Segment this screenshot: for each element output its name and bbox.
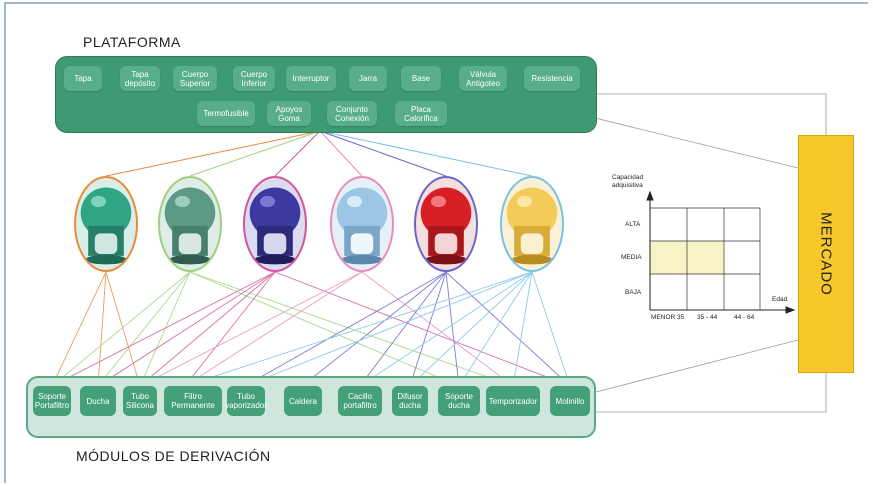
component-placa-calorifica: Placa Calorífica xyxy=(395,101,447,126)
module-ducha: Ducha xyxy=(80,386,116,416)
col-label-35-44: 35 - 44 xyxy=(697,314,718,321)
coffee-maker-icon xyxy=(336,187,388,265)
product-teal-green xyxy=(74,176,138,272)
platform-mercado-links xyxy=(594,93,827,413)
platform-to-product-lines xyxy=(105,130,533,177)
row-label-baja: BAJA xyxy=(625,289,642,296)
figure-frame xyxy=(4,2,868,483)
component-resistencia: Resistencia xyxy=(524,66,580,91)
component-jarra: Jarra xyxy=(349,66,387,91)
component-tapa: Tapa xyxy=(64,66,102,91)
component-interruptor: Interruptor xyxy=(286,66,336,91)
row-label-alta: ALTA xyxy=(625,221,641,228)
component-termofusible: Termofusible xyxy=(197,101,255,126)
module-caldera: Caldera xyxy=(284,386,322,416)
product-grey-green xyxy=(158,176,222,272)
product-blue-violet xyxy=(243,176,307,272)
product-to-module-lines xyxy=(51,271,571,387)
y-axis-label: Capacidad adquisitiva xyxy=(612,174,644,189)
module-filtro-permanente: Filtro Permanente xyxy=(164,386,222,416)
module-soporte-portafiltro: Soporte Portafiltro xyxy=(33,386,71,416)
mercado-box: MERCADO xyxy=(798,135,854,373)
component-apoyos-goma: Apoyos Goma xyxy=(267,101,311,126)
modules-heading: MÓDULOS DE DERIVACIÓN xyxy=(76,448,271,464)
component-cuerpo-inferior: Cuerpo Inferior xyxy=(233,66,275,91)
component-base: Base xyxy=(401,66,441,91)
coffee-maker-icon xyxy=(80,187,132,265)
col-label-44-64: 44 - 64 xyxy=(734,314,755,321)
module-soporte-ducha: Soporte ducha xyxy=(438,386,480,416)
component-valvula-antigoteo: Válvula Antigoteo xyxy=(459,66,507,91)
col-label-menor-35: MENOR 35 xyxy=(651,314,685,321)
module-tubo-silicona: Tubo Silicona xyxy=(123,386,157,416)
row-label-media: MEDIA xyxy=(621,254,642,261)
x-axis-label: Edad xyxy=(772,296,788,303)
mercado-label: MERCADO xyxy=(817,212,835,296)
product-light-blue xyxy=(330,176,394,272)
component-tapa-deposito: Tapa depósito xyxy=(120,66,160,91)
product-yellow xyxy=(500,176,564,272)
product-red xyxy=(414,176,478,272)
component-cuerpo-superior: Cuerpo Superior xyxy=(173,66,217,91)
coffee-maker-icon xyxy=(164,187,216,265)
coffee-maker-icon xyxy=(420,187,472,265)
platform-heading: PLATAFORMA xyxy=(83,34,181,50)
module-molinillo: Molinillo xyxy=(550,386,590,416)
coffee-maker-icon xyxy=(249,187,301,265)
component-conjunto-conexion: Conjunto Conexión xyxy=(327,101,377,126)
module-difusor-ducha: Difusor ducha xyxy=(392,386,428,416)
module-tubo-vaporizador: Tubo vaporizador xyxy=(225,386,267,416)
coffee-maker-icon xyxy=(506,187,558,265)
module-temporizador: Temporizador xyxy=(486,386,540,416)
module-cacillo-portafiltro: Cacillo portafiltro xyxy=(338,386,382,416)
